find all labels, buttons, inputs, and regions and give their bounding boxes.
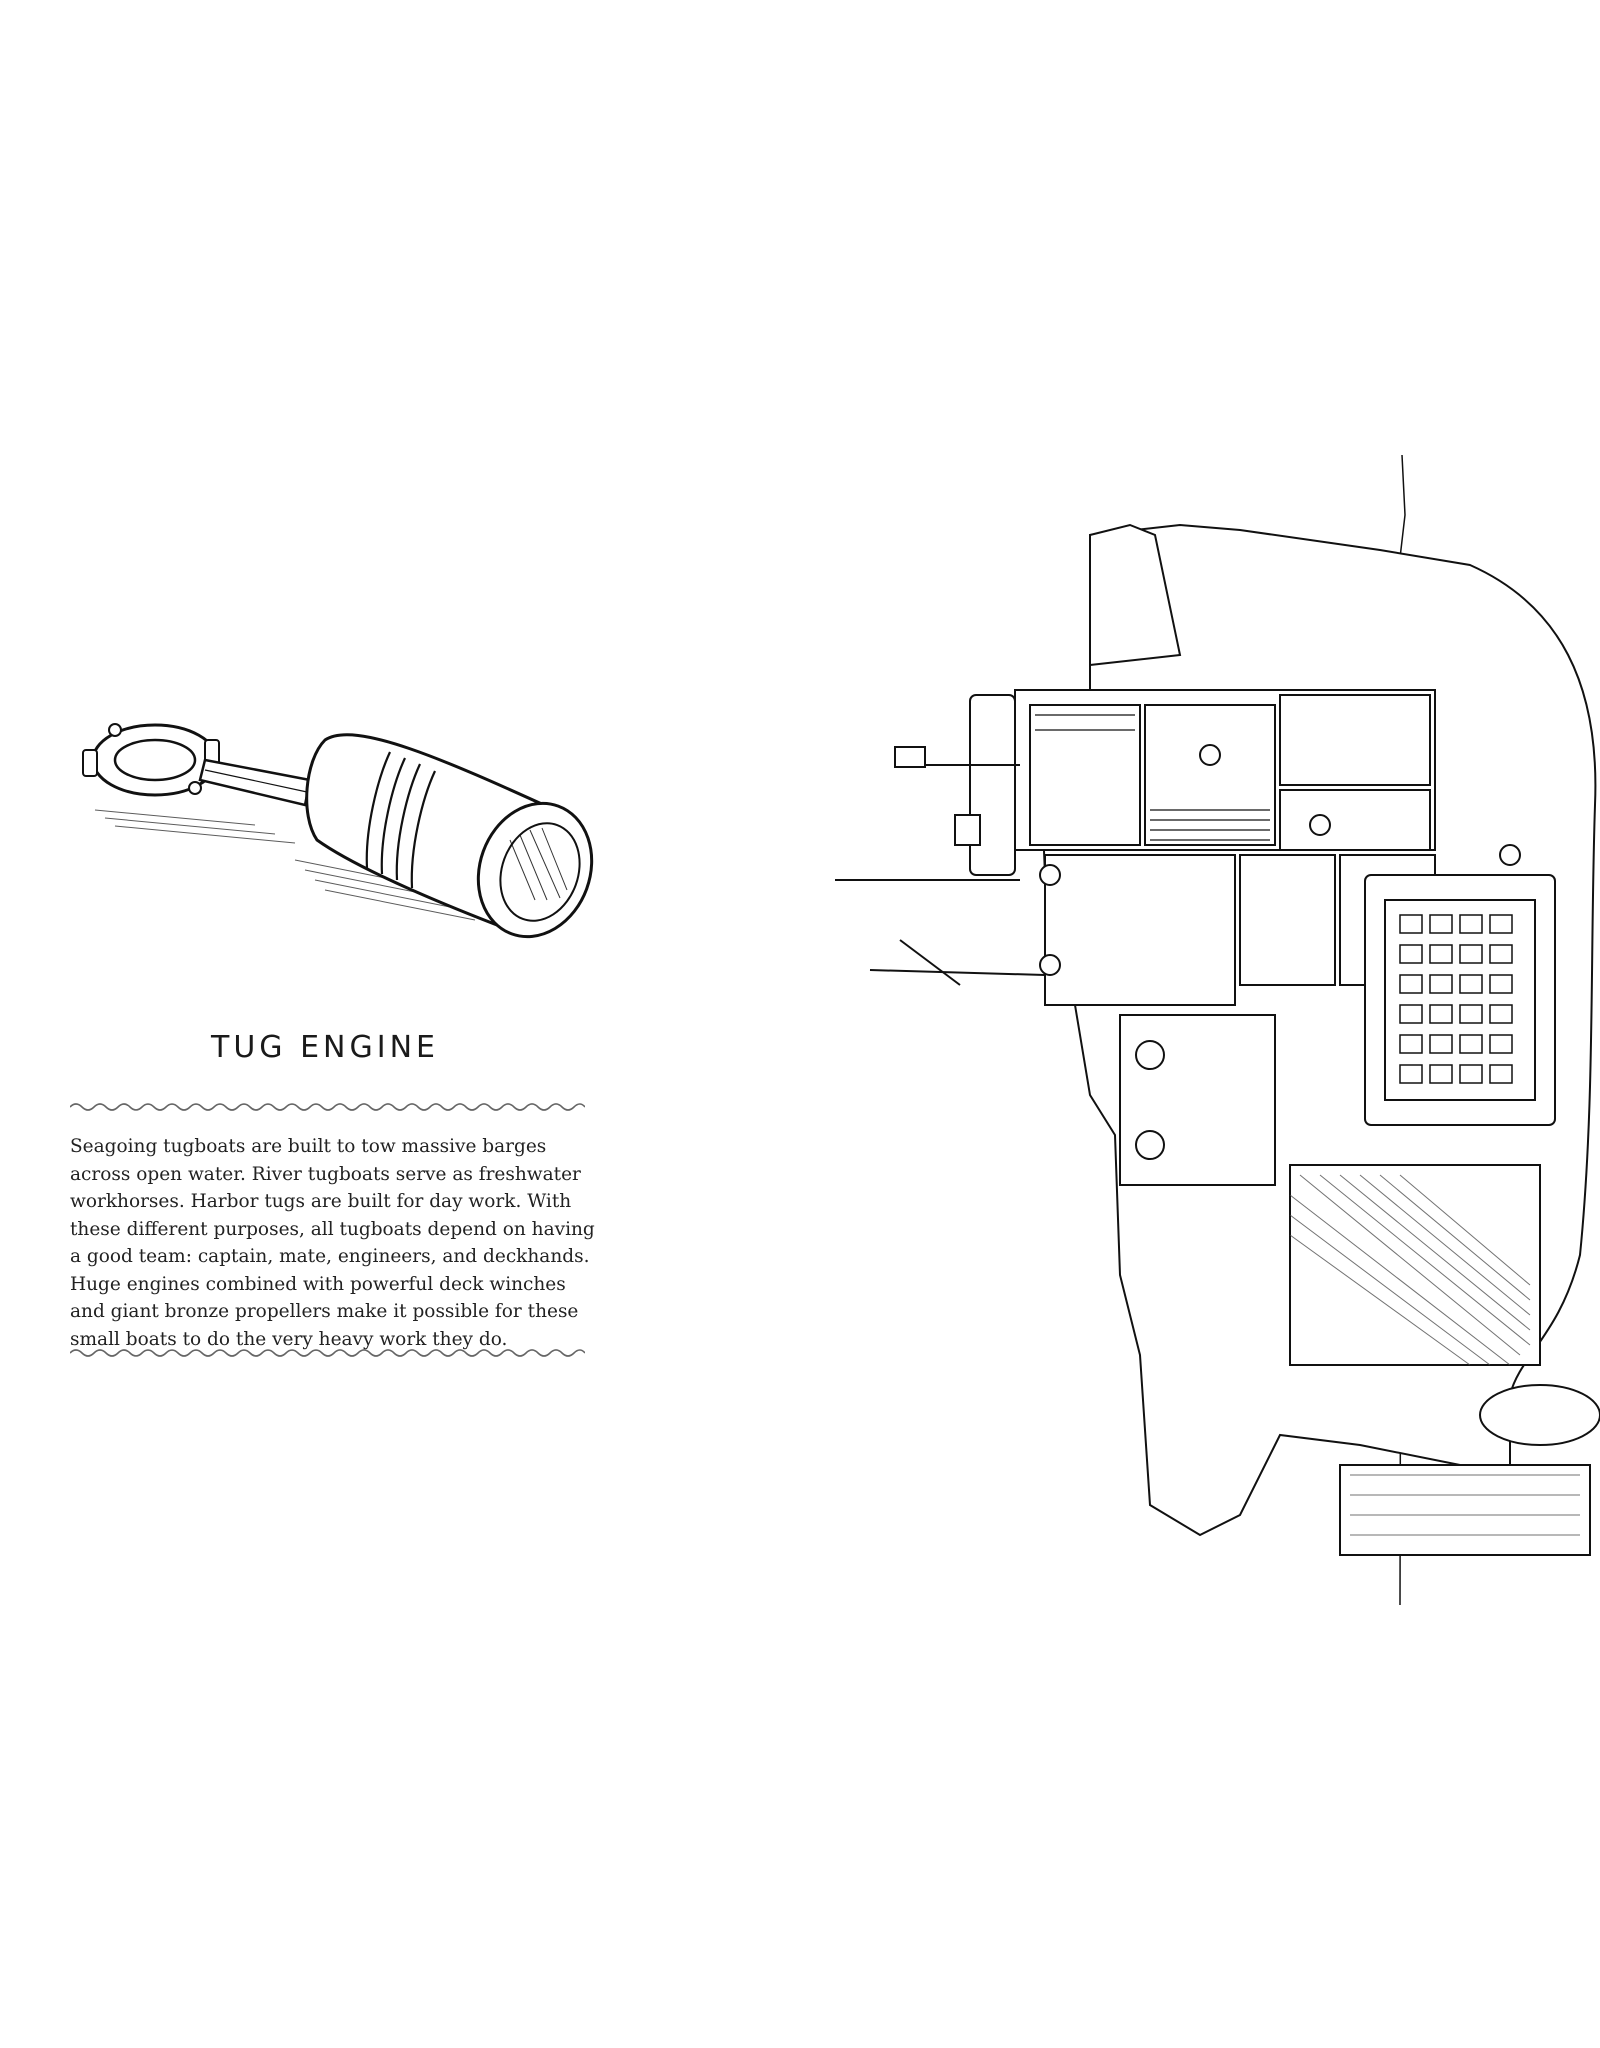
piston-illustration [82, 723, 594, 939]
section-title: TUG ENGINE [211, 1030, 439, 1065]
tugboat-cutaway-illustration [835, 455, 1600, 1605]
body-paragraph: Seagoing tugboats are built to tow massi… [70, 1136, 595, 1350]
wavy-divider-top [70, 1103, 585, 1111]
wavy-divider-bottom [70, 1349, 585, 1357]
